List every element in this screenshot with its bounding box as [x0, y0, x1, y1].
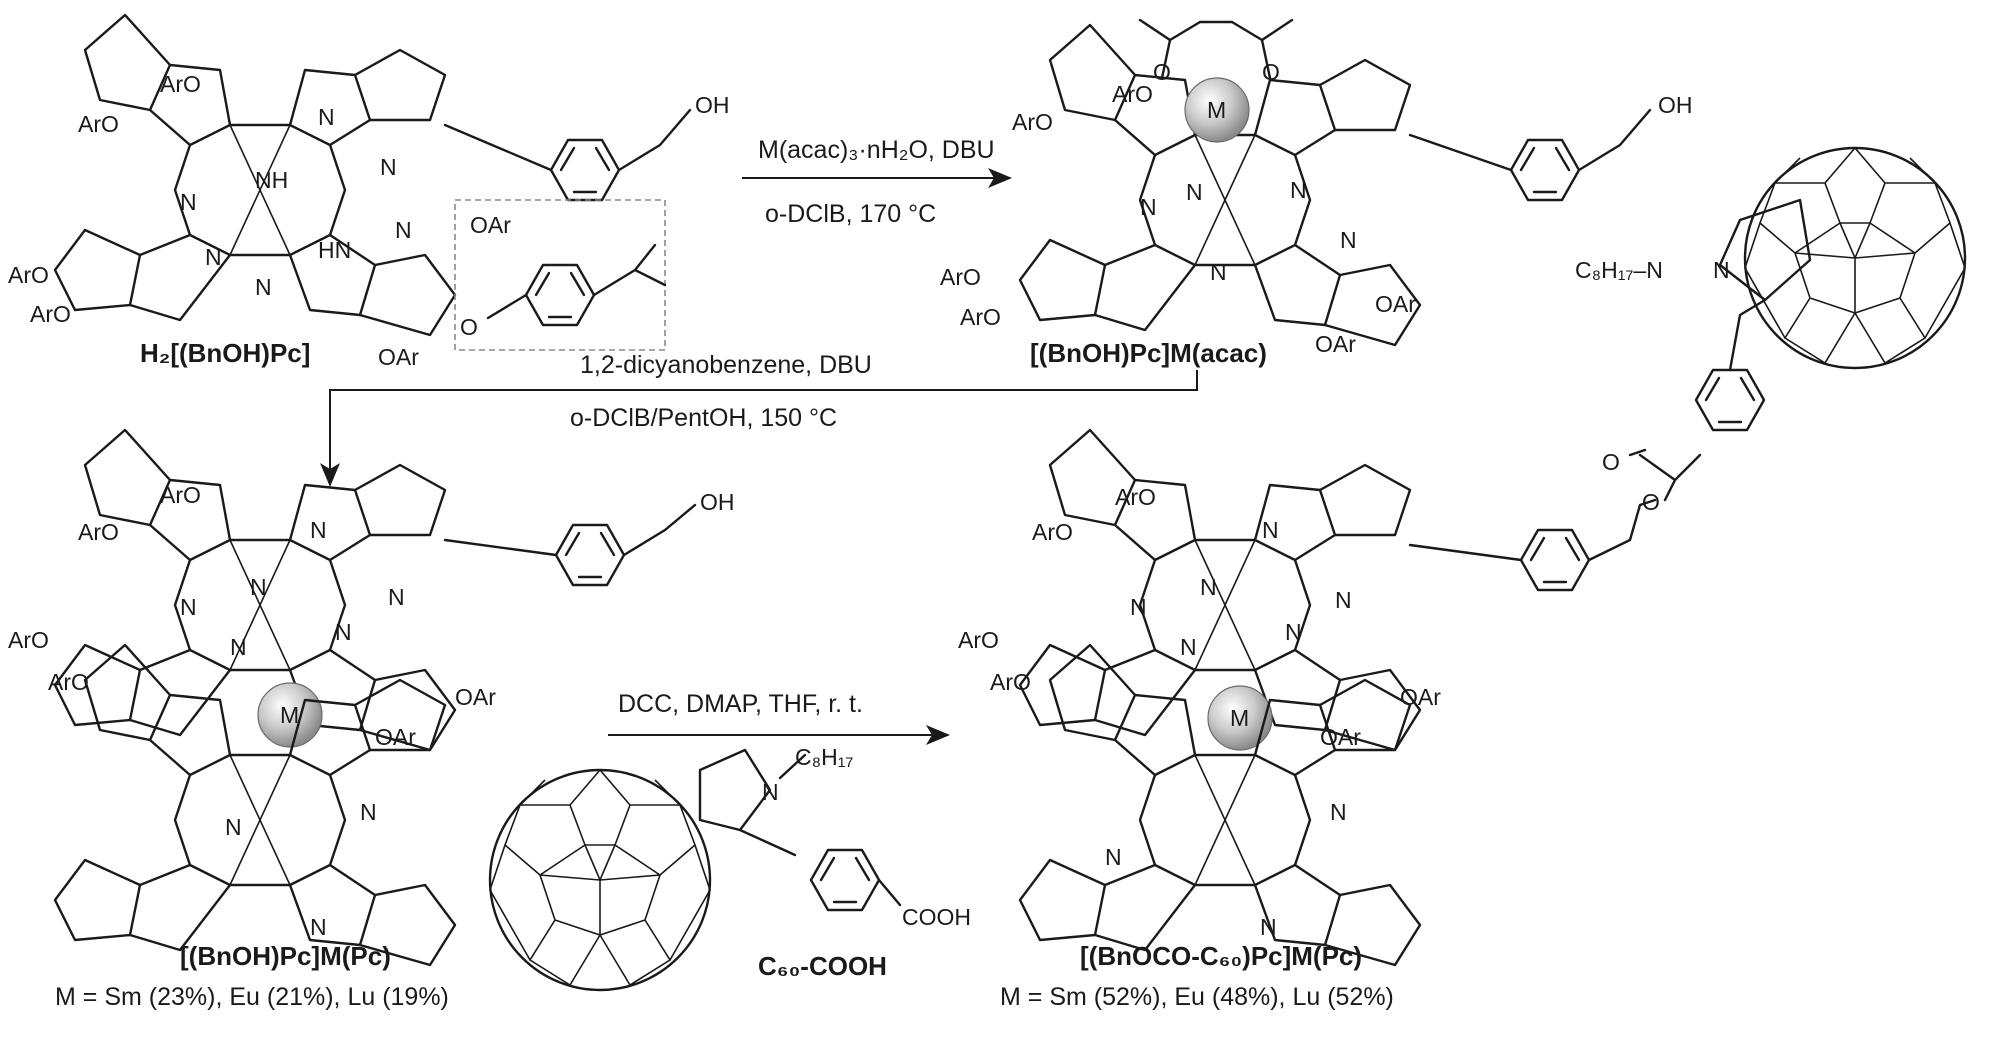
step2-arrow: 1,2-dicyanobenzene, DBU o-DClB/PentOH, 1… — [320, 351, 1198, 487]
octyl-label: C₈H₁₇ — [795, 744, 854, 770]
aryloxy-label: ArO — [960, 304, 1001, 330]
hydroxyl-label: OH — [700, 489, 735, 515]
nh-label: NH — [255, 167, 288, 193]
metal-label: M — [1230, 705, 1249, 731]
n-label: N — [1330, 799, 1347, 825]
aryloxy-label: ArO — [160, 71, 201, 97]
n-label: N — [250, 574, 267, 600]
n-label: N — [1105, 844, 1122, 870]
n-label: N — [310, 914, 327, 940]
mono-structure: OH O O M ArO ArO ArO ArO OAr OAr N N N N… — [940, 18, 1693, 368]
hydroxyl-label: OH — [695, 92, 730, 118]
double-decker-yields: M = Sm (23%), Eu (21%), Lu (19%) — [55, 983, 449, 1011]
carboxyl-label: COOH — [902, 904, 971, 930]
n-label: N — [255, 274, 272, 300]
n-label: N — [1340, 227, 1357, 253]
product-label: [(BnOCO-C₆₀)Pc]M(Pc) — [1080, 941, 1362, 971]
aryloxy-label: ArO — [48, 669, 89, 695]
n-label: N — [1262, 517, 1279, 543]
n-label: N — [205, 244, 222, 270]
n-label: N — [1140, 194, 1157, 220]
n-label: N — [360, 799, 377, 825]
oxygen-label: O — [1153, 59, 1171, 85]
double-decker-structure: OH M ArO ArO ArO ArO OAr OAr N N N N N N… — [8, 428, 735, 1011]
mono-label: [(BnOH)Pc]M(acac) — [1030, 338, 1267, 368]
n-label: N — [1260, 914, 1277, 940]
aryloxy-label: ArO — [8, 627, 49, 653]
aryloxy-label: ArO — [78, 519, 119, 545]
aryloxy-label: ArO — [1112, 81, 1153, 107]
h2pc-structure: OH ArO ArO ArO ArO OAr NH HN N N N N N N… — [8, 13, 730, 370]
carbonyl-oxygen-label: O — [1602, 449, 1620, 475]
product-yields: M = Sm (52%), Eu (48%), Lu (52%) — [1000, 983, 1394, 1011]
n-label: N — [180, 594, 197, 620]
oxygen-label: O — [460, 314, 478, 340]
aryloxy-label: OAr — [375, 724, 416, 750]
aryloxy-label: ArO — [160, 482, 201, 508]
step1-arrow: M(acac)₃·nH₂O, DBU o-DClB, 170 °C — [742, 136, 1012, 228]
n-label: N — [1130, 594, 1147, 620]
aryloxy-label: OAr — [455, 684, 496, 710]
aryloxy-label: ArO — [958, 627, 999, 653]
aryloxy-label: OAr — [1315, 331, 1356, 357]
octyl-n-label: C₈H₁₇–N — [1575, 257, 1663, 283]
oar-legend-label: OAr — [470, 212, 511, 238]
aryloxy-label: OAr — [378, 344, 419, 370]
step3-arrow: DCC, DMAP, THF, r. t. — [608, 690, 950, 745]
n-label: N — [1200, 574, 1217, 600]
aryloxy-label: OAr — [1320, 724, 1361, 750]
aryloxy-label: OAr — [1400, 684, 1441, 710]
n-label: N — [1186, 179, 1203, 205]
n-label: N — [230, 634, 247, 660]
n-label: N — [318, 104, 335, 130]
aryloxy-label: ArO — [1032, 519, 1073, 545]
aryloxy-label: ArO — [78, 111, 119, 137]
ester-oxygen-label: O — [1642, 489, 1660, 515]
step2-reagents: 1,2-dicyanobenzene, DBU — [580, 351, 872, 379]
aryloxy-label: ArO — [1115, 484, 1156, 510]
oxygen-label: O — [1262, 59, 1280, 85]
metal-sphere — [1207, 685, 1273, 751]
aryloxy-label: OAr — [1375, 291, 1416, 317]
product-structure: O O N C₈H₁₇–N M ArO ArO ArO ArO OAr OAr … — [958, 146, 1967, 1011]
metal-label: M — [280, 702, 299, 728]
n-label: N — [310, 517, 327, 543]
hn-label: HN — [318, 237, 351, 263]
hydroxyl-label: OH — [1658, 92, 1693, 118]
step1-reagents: M(acac)₃·nH₂O, DBU — [758, 136, 995, 164]
n-label: N — [1285, 619, 1302, 645]
nitrogen-label: N — [762, 779, 779, 805]
n-label: N — [388, 584, 405, 610]
step1-conditions: o-DClB, 170 °C — [765, 200, 936, 228]
n-label: N — [1335, 587, 1352, 613]
step2-conditions: o-DClB/PentOH, 150 °C — [570, 404, 837, 432]
n-label: N — [225, 814, 242, 840]
n-label: N — [335, 619, 352, 645]
aryloxy-label: ArO — [30, 301, 71, 327]
metal-label: M — [1207, 97, 1226, 123]
c60-cooh-structure: N C₈H₁₇ COOH C₆₀-COOH — [488, 744, 971, 992]
aryloxy-label: ArO — [1012, 109, 1053, 135]
aryloxy-label: ArO — [990, 669, 1031, 695]
n-label: N — [395, 217, 412, 243]
h2pc-label: H₂[(BnOH)Pc] — [140, 338, 310, 368]
n-label: N — [1210, 259, 1227, 285]
step3-reagents: DCC, DMAP, THF, r. t. — [618, 690, 863, 718]
aryloxy-label: ArO — [940, 264, 981, 290]
metal-sphere — [1184, 77, 1250, 143]
n-label: N — [1290, 177, 1307, 203]
n-label: N — [180, 189, 197, 215]
oar-definition-box — [454, 199, 666, 351]
aryloxy-label: ArO — [8, 262, 49, 288]
c60-cooh-label: C₆₀-COOH — [758, 951, 887, 981]
n-label: N — [1180, 634, 1197, 660]
n-label: N — [380, 154, 397, 180]
double-decker-label: [(BnOH)Pc]M(Pc) — [180, 941, 391, 971]
nitrogen-label: N — [1713, 257, 1730, 283]
